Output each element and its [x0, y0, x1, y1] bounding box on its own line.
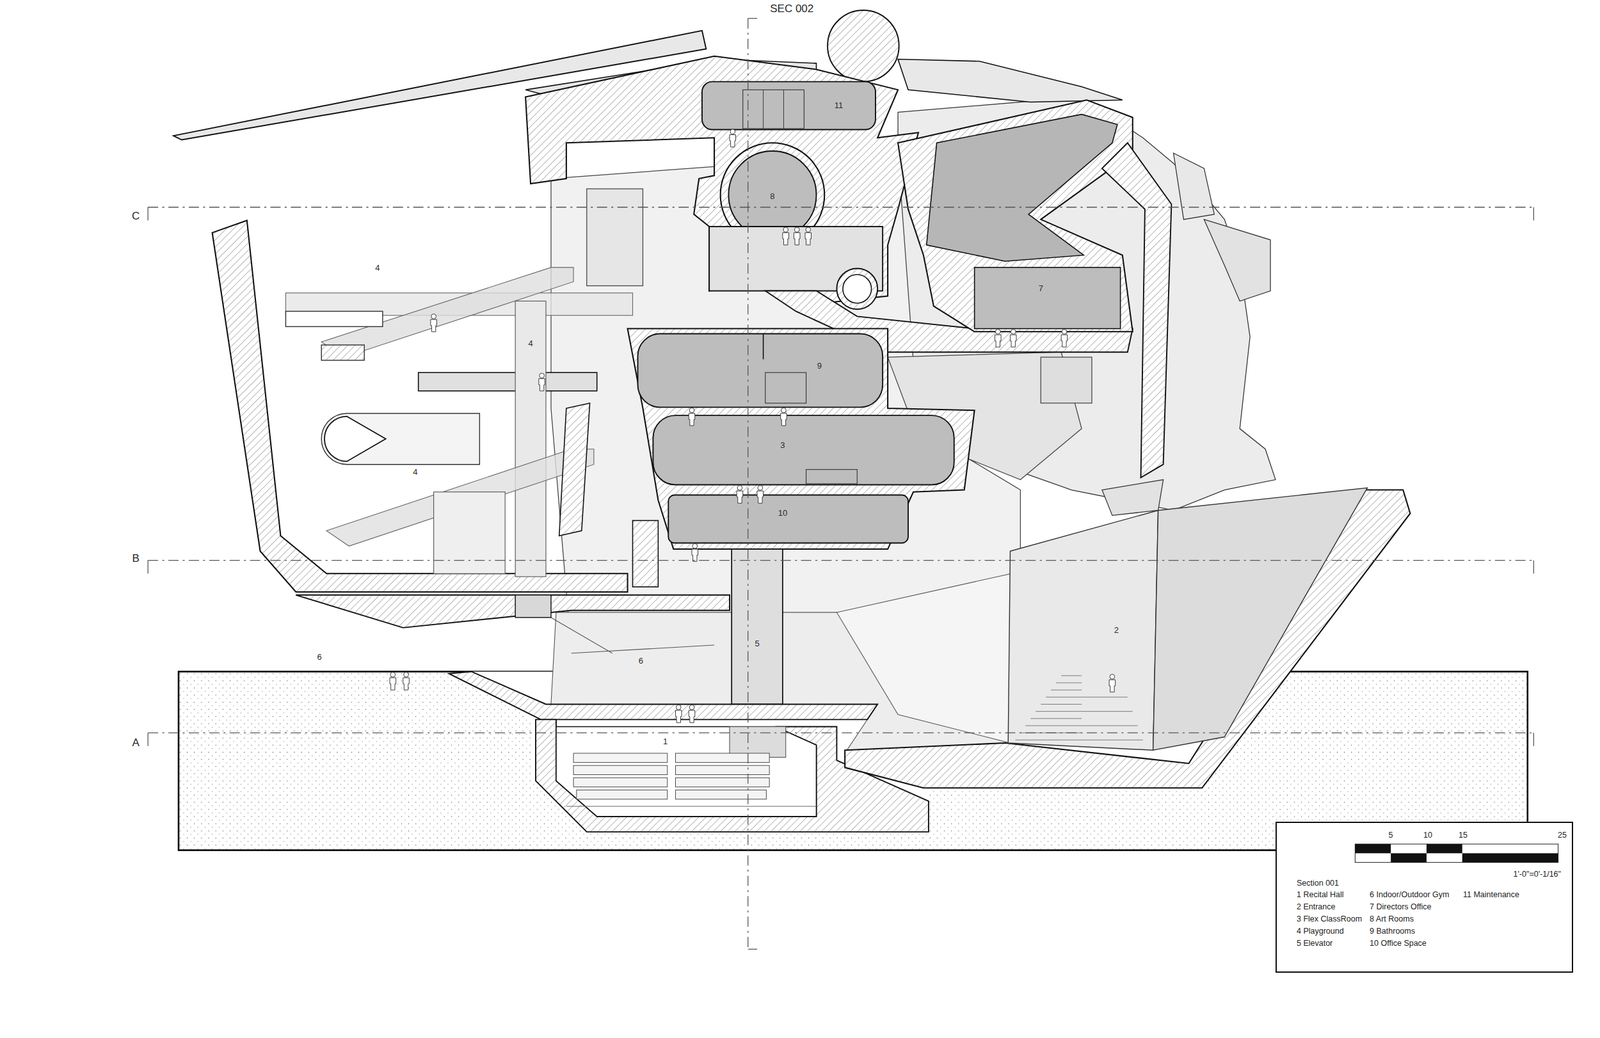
legend-entry: Section 001: [1296, 878, 1339, 888]
legend-box: 5 10 15 25 1'-0"=0'-1/16" Section 001 1 Recita…: [1275, 821, 1574, 973]
callout-number: 2: [1114, 625, 1119, 636]
callout-number: 4: [528, 339, 533, 349]
legend-entry: 1 Recital Hall: [1296, 890, 1344, 900]
legend-entry: 11 Maintenance: [1463, 890, 1520, 900]
scale-text: 15: [1458, 830, 1468, 840]
legend-entry: 6 Indoor/Outdoor Gym: [1369, 890, 1449, 900]
callout-number: 4: [412, 467, 418, 478]
scale-text: 1'-0"=0'-1/16": [1513, 869, 1561, 879]
legend-entry: 2 Entrance: [1296, 902, 1336, 912]
callout-number: 5: [754, 639, 760, 649]
section-letter: C: [131, 209, 140, 223]
legend-entry: 3 Flex ClassRoom: [1296, 914, 1362, 924]
callout-number: 6: [316, 652, 322, 663]
callout-number: 1: [661, 737, 669, 747]
section-letter: A: [131, 736, 139, 750]
callout-number: 11: [834, 101, 844, 111]
callout-number: 7: [1038, 284, 1044, 294]
legend-entry: 4 Playground: [1296, 926, 1344, 936]
legend-entry: 5 Elevator: [1296, 938, 1333, 948]
scale-text: 5: [1388, 830, 1394, 840]
callout-number: 10: [778, 508, 788, 519]
section-letter: B: [131, 552, 139, 566]
legend-entry: 9 Bathrooms: [1369, 926, 1416, 936]
callout-number: 4: [375, 263, 380, 274]
scale-text: 10: [1423, 830, 1433, 840]
legend-entry: 10 Office Space: [1369, 938, 1427, 948]
section-tag: SEC 002: [769, 2, 814, 16]
callout-number: 9: [817, 361, 822, 372]
callout-number: 8: [769, 192, 775, 202]
callout-number: 6: [638, 656, 644, 667]
legend-entry: 7 Directors Office: [1369, 902, 1432, 912]
callout-number: 3: [780, 440, 785, 451]
scale-text: 25: [1557, 830, 1567, 840]
legend-entry: 8 Art Rooms: [1369, 914, 1414, 924]
